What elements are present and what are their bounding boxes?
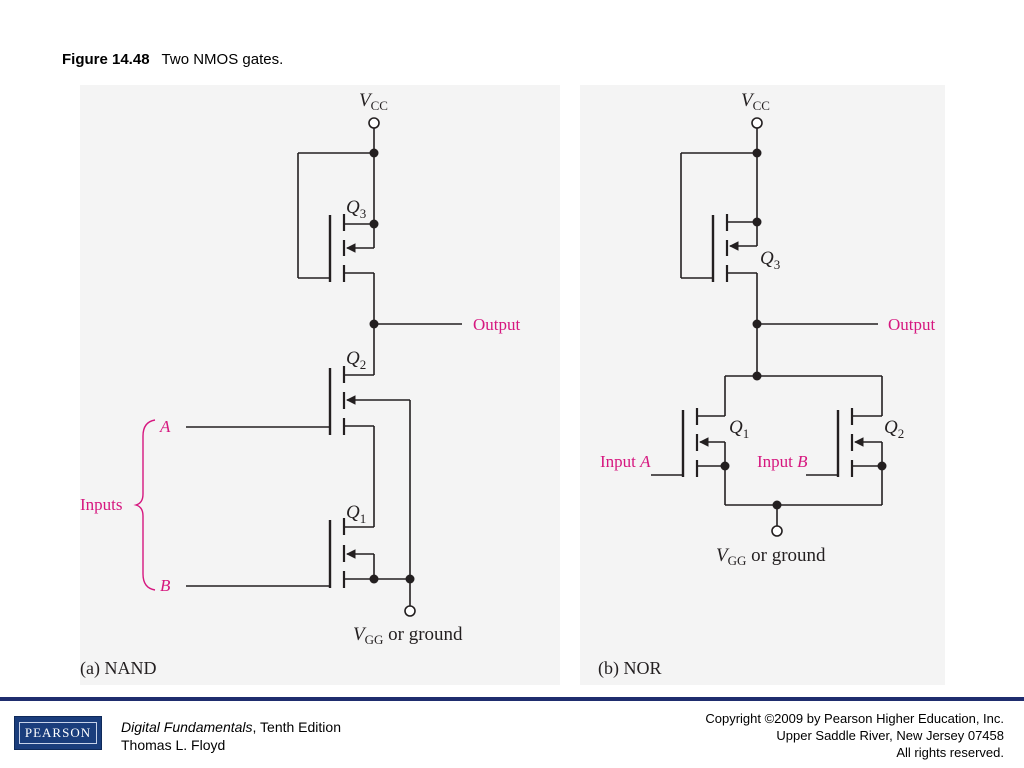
book-title: Digital Fundamentals: [121, 719, 253, 735]
nand-vcc-terminal: [368, 117, 380, 129]
nor-q1-label: Q1: [729, 417, 749, 441]
nor-input-a-label: Input A: [600, 452, 651, 471]
nor-input-b-label: Input B: [757, 452, 808, 471]
nand-vcc-label: VCC: [359, 90, 388, 113]
figure-label: Figure 14.48: [62, 51, 150, 68]
book-citation: Digital Fundamentals, Tenth Edition Thom…: [121, 718, 341, 754]
nand-vgg-label: VGG or ground: [353, 624, 463, 647]
pearson-logo: PEARSON: [14, 716, 102, 750]
nor-panel: [580, 85, 945, 685]
nand-node: [369, 219, 379, 229]
nand-node: [369, 319, 379, 329]
nand-panel: [80, 85, 560, 685]
nor-node: [772, 500, 782, 510]
nor-node: [877, 461, 887, 471]
book-edition: , Tenth Edition: [252, 719, 341, 735]
nand-node: [369, 148, 379, 158]
nor-vgg-label: VGG or ground: [716, 545, 826, 568]
figure-caption: Figure 14.48 Two NMOS gates.: [62, 51, 283, 68]
nor-q2-label: Q2: [884, 417, 904, 441]
nand-nodes: [369, 148, 415, 584]
nand-q1-label: Q1: [346, 502, 366, 526]
copyright-notice: Copyright ©2009 by Pearson Higher Educat…: [705, 710, 1004, 761]
copyright-line-1: Copyright ©2009 by Pearson Higher Educat…: [705, 711, 1004, 726]
nor-nodes: [720, 148, 887, 510]
nand-caption-label: (a) NAND: [80, 658, 156, 679]
copyright-line-3: All rights reserved.: [896, 745, 1004, 760]
nand-vgg-terminal: [404, 605, 416, 617]
nor-node: [720, 461, 730, 471]
nand-inputs-label: Inputs: [80, 495, 123, 514]
nor-node: [752, 148, 762, 158]
nor-output-label: Output: [888, 315, 936, 334]
nand-input-a-label: A: [159, 417, 171, 436]
nor-vcc-terminal: [751, 117, 763, 129]
nor-vcc-label: VCC: [741, 90, 770, 113]
nor-node: [752, 371, 762, 381]
figure-title: Two NMOS gates.: [161, 51, 284, 68]
nor-node: [752, 217, 762, 227]
nand-node: [405, 574, 415, 584]
nor-caption-label: (b) NOR: [598, 658, 662, 679]
nand-q3-label: Q3: [346, 197, 366, 221]
book-author: Thomas L. Floyd: [121, 737, 226, 753]
nand-inputs-brace: [133, 419, 156, 591]
nand-node: [369, 574, 379, 584]
nand-output-label: Output: [473, 315, 521, 334]
nor-node: [752, 319, 762, 329]
nor-q3-label: Q3: [760, 248, 780, 272]
nand-input-b-label: B: [160, 576, 171, 595]
copyright-line-2: Upper Saddle River, New Jersey 07458: [776, 728, 1004, 743]
nand-q2-label: Q2: [346, 348, 366, 372]
nor-vgg-terminal: [771, 525, 783, 537]
footer-divider: [0, 697, 1024, 701]
